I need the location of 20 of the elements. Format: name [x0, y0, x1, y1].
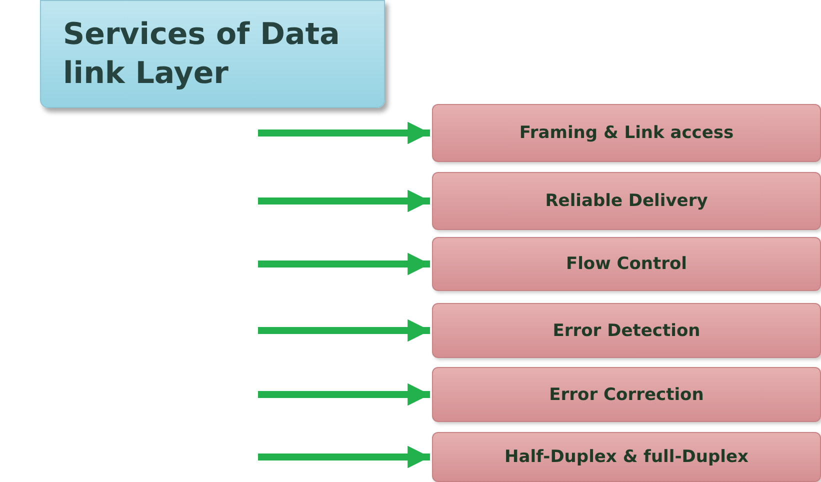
arrow	[258, 122, 430, 144]
box-label: Half-Duplex & full-Duplex	[504, 447, 748, 467]
arrow	[258, 252, 430, 276]
arrow	[258, 383, 430, 406]
box-label: Error Detection	[552, 320, 700, 340]
arrow	[258, 446, 430, 468]
box-label: Reliable Delivery	[545, 191, 708, 211]
box-label: Services of Data link Layer	[62, 16, 341, 93]
service-box	[432, 172, 821, 230]
title-box	[40, 0, 385, 108]
box-label: Framing & Link access	[519, 123, 734, 143]
service-box	[432, 237, 821, 291]
box-label: Flow Control	[566, 254, 688, 274]
service-box	[432, 303, 821, 358]
service-box	[432, 432, 821, 482]
box-label: Error Correction	[549, 384, 704, 404]
service-box	[432, 104, 821, 162]
arrow	[258, 190, 430, 212]
arrow	[258, 319, 430, 342]
service-box	[432, 367, 821, 422]
